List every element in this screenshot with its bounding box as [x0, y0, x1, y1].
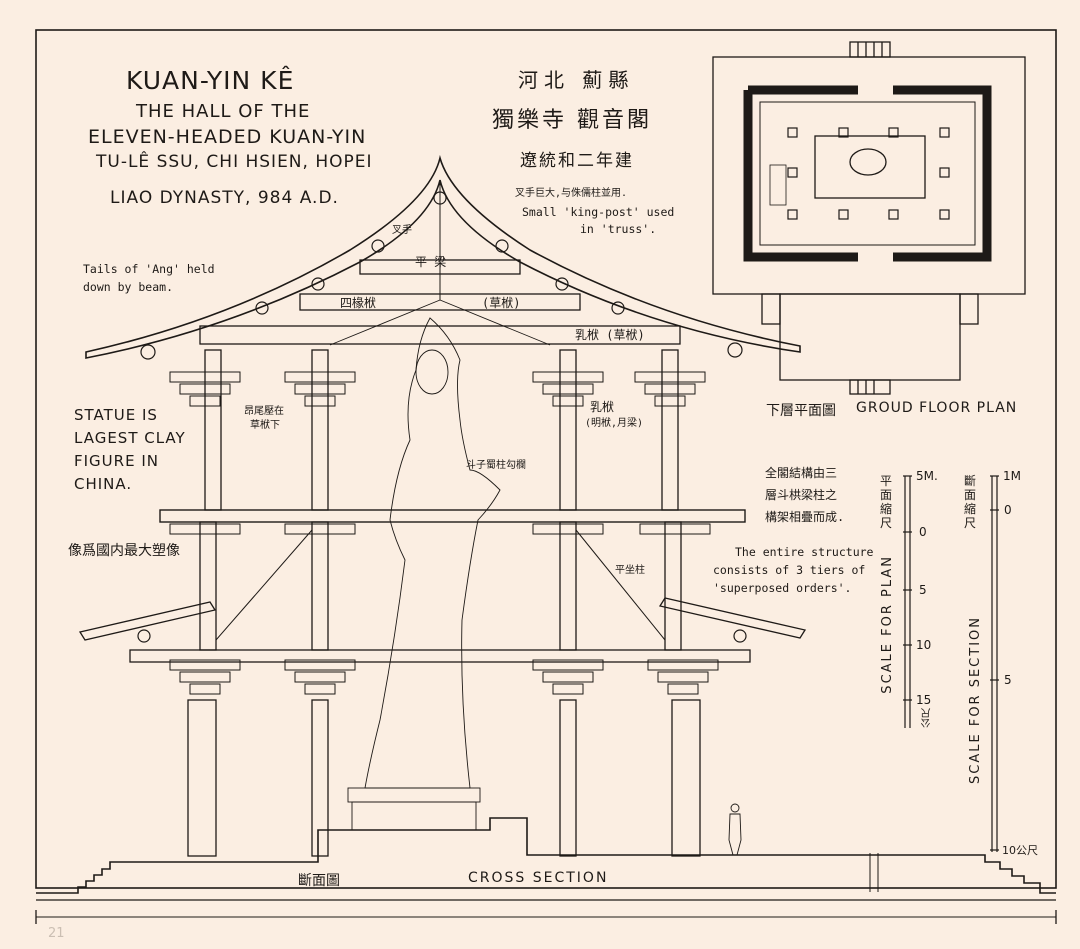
title-line1: KUAN-YIN KÊ: [126, 66, 295, 95]
tiers-note-cn-2: 層斗栱梁柱之: [765, 488, 838, 502]
scale-plan-tick-10: 10: [916, 638, 932, 652]
tiers-note-line2: consists of 3 tiers of: [713, 563, 866, 577]
ground-line: [36, 817, 1056, 894]
chinese-title-line1: 河北 薊縣: [518, 68, 635, 92]
statue-note-cn: 像爲國内最大塑像: [68, 543, 180, 559]
section-label-en: CROSS SECTION: [468, 870, 609, 886]
scale-plan-tick-15: 15: [916, 693, 932, 707]
beam-cao-label: (草栿): [482, 296, 521, 310]
beam-ming-label: 乳栿: [590, 400, 615, 414]
tiers-note-cn-3: 構架相疊而成.: [765, 510, 845, 524]
chinese-title-line2: 獨樂寺 觀音閣: [492, 108, 652, 133]
scale-section-tick-5: 5: [1004, 673, 1012, 687]
scale-plan-label: SCALE FOR PLAN: [880, 555, 895, 694]
king-post-note-line1: Small 'king-post' used: [522, 205, 675, 219]
bracket-sets: [169, 371, 719, 695]
beam-ru-label: 乳栿 (草栿): [575, 328, 645, 342]
chashou-label: 叉手: [392, 225, 412, 236]
king-post-note-cn: 叉手巨大,与侏儒柱並用.: [515, 188, 628, 199]
purlins: [137, 191, 747, 643]
column-label: 平坐柱: [615, 565, 645, 576]
title-line5: LIAO DYNASTY, 984 A.D.: [110, 188, 339, 208]
plan-columns: [787, 127, 950, 220]
chinese-title-line3: 遼統和二年建: [520, 151, 634, 171]
ground-floor-plan: [712, 41, 1026, 395]
scale-plan-tick-5m: 5M.: [916, 469, 938, 483]
statue: [347, 317, 501, 831]
section-label-cn: 斷面圖: [298, 873, 340, 889]
plan-label-cn: 下層平面圖: [766, 403, 836, 419]
section-columns: [187, 349, 701, 857]
page-mark: 21: [48, 926, 65, 941]
scale-section-tick-10: 10公尺: [1002, 844, 1038, 857]
tiers-note-line1: The entire structure: [735, 545, 874, 559]
scale-section-tick-1m: 1M: [1003, 469, 1021, 483]
scale-section-label: SCALE FOR SECTION: [968, 616, 983, 784]
beam-4-label: 四椽栿: [340, 296, 377, 310]
ang-cn-label: 昂尾壓在: [244, 406, 284, 417]
scale-plan-bar: [903, 475, 912, 728]
ang-note-line2: down by beam.: [83, 280, 174, 294]
tiers-note-line3: 'superposed orders'.: [713, 581, 852, 595]
scale-plan-end-unit: 公尺: [922, 708, 933, 728]
title-line2: THE HALL OF THE: [136, 101, 311, 122]
scale-plan-label-cn: 平面縮尺: [880, 474, 893, 530]
tiers-note-cn-1: 全閣結構由三: [765, 466, 838, 480]
king-post-note-line2: in 'truss'.: [580, 222, 657, 236]
sheet-frame: [35, 29, 1057, 889]
statue-note: STATUE IS LAGEST CLAY FIGURE IN CHINA.: [74, 406, 186, 493]
scale-plan-tick-0: 0: [919, 525, 927, 539]
ang-note-line1: Tails of 'Ang' held: [83, 262, 215, 276]
scale-plan-tick-5: 5: [919, 583, 927, 597]
beam-ming2-label: (明栿,月梁): [585, 418, 644, 429]
ang-cn2-label: 草栿下: [250, 420, 280, 431]
scale-section-tick-0: 0: [1004, 503, 1012, 517]
scale-section-label-cn: 斷面縮尺: [964, 474, 977, 530]
title-line3: ELEVEN-HEADED KUAN-YIN: [88, 126, 367, 148]
railing-label: 斗子蜀柱勾欄: [466, 460, 526, 471]
title-line4: TU-LÊ SSU, CHI HSIEN, HOPEI: [96, 152, 373, 172]
scale-section-bar: [990, 475, 999, 852]
plan-label-en: GROUD FLOOR PLAN: [856, 400, 1018, 416]
human-figure: [728, 803, 742, 856]
beam-top-label: 平 梁: [415, 255, 447, 269]
